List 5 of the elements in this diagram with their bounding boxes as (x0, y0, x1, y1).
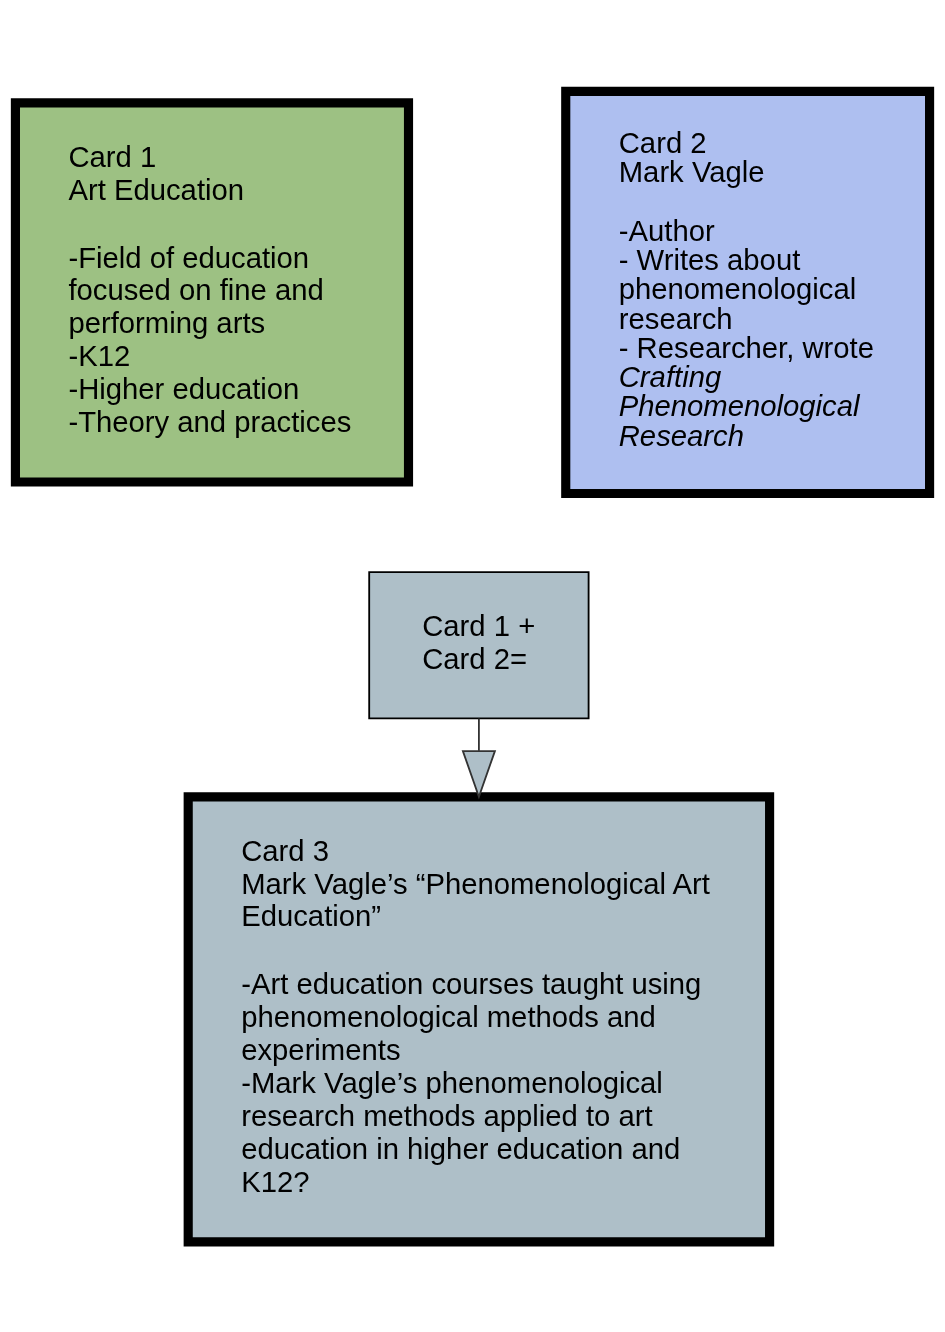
node-box: Card 1 + Card 2= (368, 570, 590, 719)
node-box: Card 1 Art Education -Field of education focused on fine and performing arts -K12 -Higher education -Theory and practices (10, 97, 414, 487)
node-box: Card 3 Mark Vagle’s “Phenomenological Art Education” -Art education courses taught using phenomenological methods and experiments -Mark Vagle’s phenomenological research methods applied to art education in higher education and K12? (183, 791, 775, 1246)
arrow (461, 717, 497, 800)
node-box: Card 2 Mark Vagle -Author - Writes about phenomenological research - Researcher, wrote Crafting Phenomenological Research (561, 86, 935, 498)
